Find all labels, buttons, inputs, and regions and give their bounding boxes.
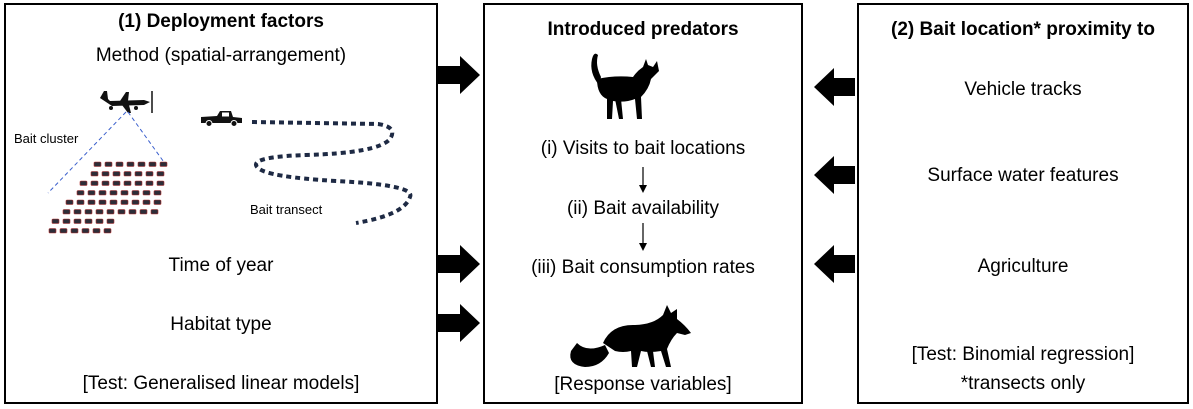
bait-consumption-label: (iii) Bait consumption rates <box>531 257 755 278</box>
bait-block <box>81 228 90 234</box>
bait-block <box>90 180 99 186</box>
bait-transect-label: Bait transect <box>250 202 323 217</box>
flow-arrows <box>639 167 647 251</box>
bait-block <box>109 199 118 205</box>
bait-block <box>84 218 93 224</box>
bait-block <box>84 209 93 215</box>
bait-block <box>79 180 88 186</box>
surface-water-label: Surface water features <box>927 165 1119 186</box>
bait-block <box>76 199 85 205</box>
bait-block <box>87 190 96 196</box>
bait-block <box>137 161 146 167</box>
bait-block <box>106 209 115 215</box>
bait-block <box>59 228 68 234</box>
bait-block <box>131 190 140 196</box>
response-variables-label: [Response variables] <box>554 374 732 395</box>
bait-block <box>156 171 165 177</box>
bait-block <box>120 190 129 196</box>
bait-block <box>153 199 162 205</box>
bait-block <box>92 228 101 234</box>
arrow-down-icon <box>639 185 647 193</box>
arrow-down-icon <box>639 243 647 251</box>
arrow-left-icon <box>814 245 855 283</box>
bait-block <box>104 161 113 167</box>
bait-cluster <box>48 161 168 234</box>
arrow-right-icon <box>438 245 480 283</box>
bait-block <box>153 190 162 196</box>
bait-block <box>62 209 71 215</box>
arrow-left-icon <box>814 68 855 106</box>
bait-block <box>95 209 104 215</box>
bait-block <box>98 190 107 196</box>
transects-only-note: *transects only <box>960 373 1086 394</box>
bait-block <box>101 180 110 186</box>
bait-block <box>148 161 157 167</box>
bait-block <box>128 209 137 215</box>
bait-block <box>131 199 140 205</box>
arrow-left-icon <box>814 156 855 194</box>
bait-block <box>145 180 154 186</box>
introduced-predators-panel: Introduced predators (i) Visits to bait … <box>483 3 803 404</box>
bait-location-proximity-panel: (2) Bait location* proximity to Vehicle … <box>857 3 1189 404</box>
bait-block <box>87 199 96 205</box>
cat-icon <box>591 53 659 119</box>
bait-block <box>134 180 143 186</box>
bait-block <box>123 180 132 186</box>
bait-block <box>120 199 129 205</box>
bait-block <box>70 228 79 234</box>
agriculture-label: Agriculture <box>977 256 1069 277</box>
fox-icon <box>570 305 691 367</box>
bait-transect <box>251 120 413 225</box>
bait-block <box>139 209 148 215</box>
bait-location-proximity-title: (2) Bait location* proximity to <box>891 19 1155 40</box>
bait-block <box>93 161 102 167</box>
bait-block <box>73 218 82 224</box>
bait-block <box>76 190 85 196</box>
bait-block <box>115 161 124 167</box>
arrow-right-icon <box>438 304 480 342</box>
bait-block <box>62 218 71 224</box>
arrow-right-icon <box>438 56 480 94</box>
bait-block <box>117 209 126 215</box>
right-test-label: [Test: Binomial regression] <box>911 344 1135 365</box>
method-label: Method (spatial-arrangement) <box>95 45 347 66</box>
bait-block <box>159 161 168 167</box>
bait-cluster-label: Bait cluster <box>14 131 79 146</box>
vehicle-tracks-label: Vehicle tracks <box>964 79 1082 100</box>
bait-block <box>106 218 115 224</box>
bait-block <box>156 180 165 186</box>
visits-to-bait-label: (i) Visits to bait locations <box>540 138 746 159</box>
bait-block <box>145 171 154 177</box>
bait-block <box>150 209 159 215</box>
plane-icon <box>100 91 153 113</box>
bait-block <box>98 199 107 205</box>
bait-block <box>142 190 151 196</box>
bait-block <box>112 180 121 186</box>
bait-cluster-diagram <box>47 111 413 234</box>
habitat-type-label: Habitat type <box>170 314 272 335</box>
introduced-predators-title: Introduced predators <box>547 19 739 40</box>
bait-block <box>51 218 60 224</box>
deployment-factors-panel: (1) Deployment factors Method (spatial-a… <box>4 3 438 404</box>
bait-block <box>48 228 57 234</box>
left-test-label: [Test: Generalised linear models] <box>82 373 360 394</box>
bait-block <box>65 199 74 205</box>
bait-block <box>134 171 143 177</box>
deployment-factors-title: (1) Deployment factors <box>118 11 324 32</box>
bait-availability-label: (ii) Bait availability <box>566 198 720 219</box>
bait-block <box>112 171 121 177</box>
bait-block <box>73 209 82 215</box>
bait-block <box>95 218 104 224</box>
bait-block <box>103 228 112 234</box>
bait-block <box>109 190 118 196</box>
bait-block <box>142 199 151 205</box>
bait-block <box>101 171 110 177</box>
time-of-year-label: Time of year <box>168 255 274 276</box>
truck-icon <box>201 111 242 127</box>
bait-block <box>123 171 132 177</box>
bait-block <box>126 161 135 167</box>
bait-block <box>90 171 99 177</box>
